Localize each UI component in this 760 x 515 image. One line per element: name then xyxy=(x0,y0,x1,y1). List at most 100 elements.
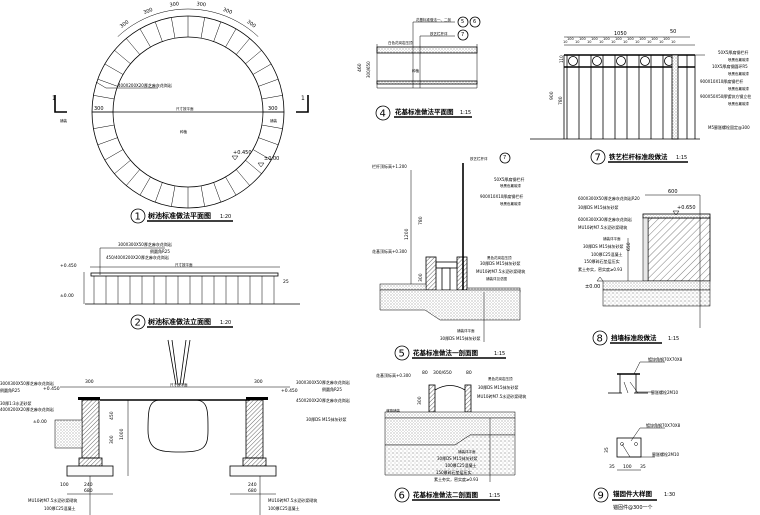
paving-left xyxy=(379,283,427,291)
inner-label: 种植 xyxy=(180,129,187,134)
note-5: 900X10X10厚扁钢栏杆 xyxy=(700,78,743,84)
rail-dim-label: 10 xyxy=(575,40,579,44)
dim-arc xyxy=(213,11,238,22)
note-3: 10X5厚扁钢圆环R5 xyxy=(712,63,748,69)
detail-number: 9 xyxy=(598,491,604,502)
dim-arc xyxy=(237,21,259,37)
leader-4 xyxy=(621,443,655,458)
right-coping xyxy=(246,397,268,400)
ring-joint xyxy=(126,38,140,55)
detail-title: 花基标准做法二剖面图 xyxy=(413,490,479,499)
dim-right: 300 xyxy=(268,106,278,112)
ring-segments xyxy=(92,16,284,208)
elev-ground-left: ±0.00 xyxy=(33,419,47,425)
detail-6-planter-section-2: 花基顶标高+0.300 300/650 80 80 300 黑色花岗岩压顶 30… xyxy=(376,370,526,503)
ring-joint xyxy=(258,78,279,87)
detail-4-planter-plan: 白色花岗岩压顶 花基标准做法一、二剖 铁艺栏杆详 5 6 7 种植 460 30… xyxy=(357,16,481,121)
dim-35-right: 35 xyxy=(640,464,646,470)
detail-1-tree-pit-plan: 300 300 尺寸按平面 种植 铺装 铺装 400X200X20厚芝麻灰花岗岩… xyxy=(52,1,309,224)
rail-dim-label: 100 xyxy=(639,37,646,41)
ring-joint xyxy=(114,50,131,64)
left-footing-1 xyxy=(78,457,103,467)
tree-trunk xyxy=(167,339,191,386)
dim-80-right: 80 xyxy=(466,370,472,376)
elev-top-left: +0.450 xyxy=(43,386,60,392)
detail-number: 2 xyxy=(135,318,141,329)
dim-top-label: 300 xyxy=(143,7,154,16)
bottom-note-2: 30厚DS M15抹灰砂浆 xyxy=(440,335,481,341)
left-label: 道路铺装 xyxy=(386,408,400,413)
note-4: 喷黑色氟碳漆 xyxy=(500,201,521,206)
left-note-1: 300X300X50厚芝麻灰花岗岩 xyxy=(0,380,54,386)
ring-joint xyxy=(93,124,115,129)
elev-ground: ±0.00 xyxy=(264,156,279,162)
ring-joint xyxy=(225,176,237,196)
ring-joint xyxy=(93,95,115,100)
base-layer-2 xyxy=(602,289,711,307)
bolt-hole-right xyxy=(634,442,638,446)
note-cap: 白色花岗岩压顶 xyxy=(388,40,413,45)
left-note-2: 倒圆角R25 xyxy=(0,387,20,393)
note-1: 镀锌角钢70X70X8 xyxy=(648,356,683,362)
detail-8-retaining-wall: 600 +0.650 650 600X300X50厚芝麻灰花岗岩R20 30厚D… xyxy=(578,189,711,346)
note-6: 喷黑色氟碳漆 xyxy=(728,86,749,91)
dim-300-650: 300/650 xyxy=(366,61,371,78)
center-label: 尺寸按平面 xyxy=(176,106,194,111)
rail-dim-label: 10 xyxy=(659,40,663,44)
dim-total-right: 680 xyxy=(248,488,257,494)
dim-35-left: 35 xyxy=(609,464,615,470)
detail-number-circle xyxy=(130,314,146,330)
dim-900: 900 xyxy=(549,91,555,100)
detail-title: 树池标准做法立面图 xyxy=(148,317,211,326)
inner-label: 种植 xyxy=(412,68,420,73)
note-2: 喷黑色氟碳漆 xyxy=(728,57,749,62)
dim-top-label: 300 xyxy=(169,1,179,8)
detail-scale: 1:15 xyxy=(494,351,505,357)
note-2: 喷黑色氟碳漆 xyxy=(500,183,521,188)
ring-joint xyxy=(200,185,205,207)
dim-base-240: 240 xyxy=(84,482,93,488)
bottom-note-3: 100厚C25混凝土 xyxy=(445,462,477,468)
ring-joint xyxy=(236,169,250,186)
leader-1 xyxy=(633,361,665,375)
left-note-4: 150厚碎石垫层压实 xyxy=(584,258,620,264)
bottom-note-4: 150厚碎石垫层压实 xyxy=(436,469,472,475)
detail-scale: 1:15 xyxy=(460,110,471,116)
ring-joint xyxy=(252,63,272,75)
railing-ring xyxy=(592,56,602,66)
note-3: 600X300X30厚芝麻灰花岗岩 xyxy=(578,216,632,222)
dim-top-label: 300 xyxy=(245,19,256,29)
leader-3 xyxy=(630,427,665,442)
detail-number: 6 xyxy=(399,491,405,502)
elev-ground-marker xyxy=(596,276,604,282)
railing-post xyxy=(671,54,679,140)
ref-7: 7 xyxy=(461,32,464,38)
detail-title: 挡墙标准段做法 xyxy=(611,333,657,342)
elev-top: 栏杆顶标高+1.200 xyxy=(372,163,407,169)
section-mark-right-num: 1 xyxy=(301,95,305,102)
detail-number-circle xyxy=(593,487,609,503)
ring-joint xyxy=(213,21,222,42)
elev-top: +0.650 xyxy=(677,205,696,211)
note-2: 30厚DS M15抹灰砂浆 xyxy=(478,384,519,390)
note-7: 900X50X50厚镀锌方钢立柱 xyxy=(700,93,751,99)
span-label: 尺寸按平面 xyxy=(175,262,193,267)
railing-ring xyxy=(640,56,650,66)
note-8: 铺装详见总图 xyxy=(486,276,507,281)
detail-3-tree-pit-section: 尺寸按平面 300X300X50厚芝麻灰花岗岩 倒圆角R25 30厚1:3水泥砂… xyxy=(0,339,350,515)
rail-dim-label: 100 xyxy=(603,37,610,41)
note-1: 黑色花岗岩压顶 xyxy=(488,376,513,381)
ring-joint xyxy=(225,28,237,48)
elev-ground: ±0.00 xyxy=(585,284,600,290)
section-mark-right xyxy=(296,95,309,113)
note-3: 450/400X200X20厚芝麻灰花岗岩 xyxy=(106,254,169,260)
left-note-4: 400X200X20厚芝麻灰花岗岩 xyxy=(0,406,54,412)
note-4: MU10砖M7.5水泥砂浆砌筑 xyxy=(578,224,627,230)
rail-dim-label: 10 xyxy=(599,40,603,44)
rail-dim-label: 10 xyxy=(623,40,627,44)
ring-joint xyxy=(154,21,163,42)
note-1: 300X300X50厚芝麻灰花岗岩 xyxy=(118,241,172,247)
detail-7-iron-railing: 1050 50 10100101001010010100101001010010… xyxy=(530,29,751,165)
ref-7: 7 xyxy=(503,155,506,161)
dim-300-right: 300 xyxy=(254,379,263,385)
